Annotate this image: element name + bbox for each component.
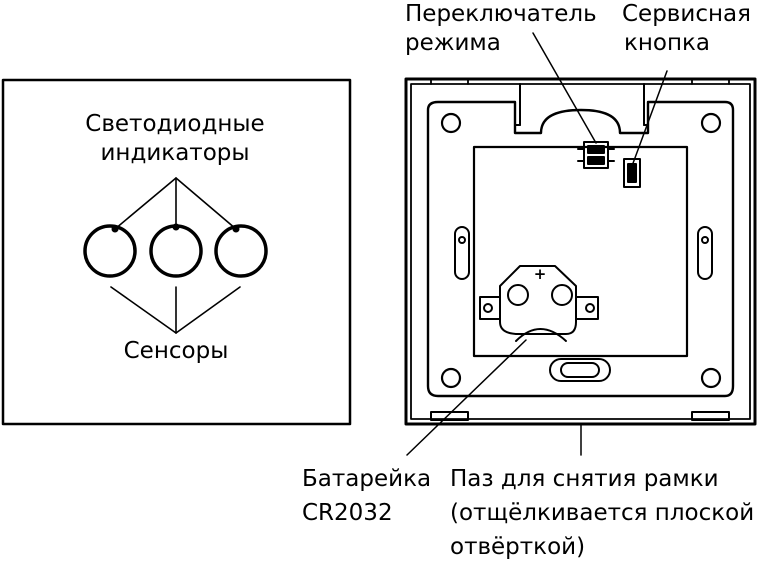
mode-switch-label-line-2: режима	[405, 30, 501, 56]
keyhole-slot-left	[454, 226, 470, 280]
mode-switch-label: Переключатель режима	[405, 0, 597, 58]
sensor-middle	[149, 224, 203, 278]
keyhole-slot-right	[697, 226, 713, 280]
bottom-slot	[549, 358, 611, 382]
battery-label-line-2: CR2032	[302, 500, 393, 526]
mounting-hole-bottom-right	[700, 367, 722, 389]
battery-leader	[406, 339, 527, 456]
battery-polarity-mark: +	[534, 265, 547, 283]
battery-tab-right	[575, 296, 599, 320]
service-button	[623, 158, 641, 188]
indicators-label-line-2: индикаторы	[100, 140, 250, 166]
frame-slot-label-line-3: отвёрткой)	[450, 534, 586, 560]
battery-label: Батарейка CR2032	[302, 462, 431, 530]
mounting-hole-top-right	[700, 112, 722, 134]
service-button-label: Сервисная кнопка	[622, 0, 751, 58]
latch-bottom-left	[430, 411, 469, 421]
indicators-label: Светодиодные индикаторы	[70, 110, 280, 168]
frame-slot-label-line-2: (отщёлкивается плоской	[450, 500, 755, 526]
indicators-label-line-1: Светодиодные	[85, 111, 265, 137]
indicators-leader-lines	[114, 177, 237, 230]
battery-holder	[479, 265, 599, 342]
frame-slot-label: Паз для снятия рамки (отщёлкивается плос…	[450, 462, 754, 564]
mode-switch	[577, 141, 615, 169]
sensors-leader-lines	[110, 286, 241, 334]
service-button-leader	[631, 70, 668, 167]
back-panel	[404, 32, 757, 456]
battery-cell	[515, 328, 567, 342]
battery-tab-left	[479, 296, 501, 320]
frame-slot-label-line-1: Паз для снятия рамки	[450, 466, 719, 492]
mode-switch-leader	[532, 32, 597, 144]
mounting-hole-bottom-left	[440, 367, 462, 389]
mounting-plate	[426, 100, 735, 398]
module-body	[472, 145, 689, 358]
mode-switch-label-line-1: Переключатель	[405, 1, 597, 27]
service-button-label-line-1: Сервисная	[622, 1, 751, 27]
mounting-hole-top-left	[440, 112, 462, 134]
sensors-label: Сенсоры	[123, 338, 229, 364]
front-panel-frame	[1, 78, 352, 426]
front-panel	[1, 78, 352, 426]
back-panel-inner-frame	[410, 83, 751, 420]
latch-top-left	[430, 78, 469, 85]
sensor-right	[214, 224, 268, 278]
battery-label-line-1: Батарейка	[302, 466, 432, 492]
latch-top-right	[691, 78, 730, 85]
back-leader-lines	[406, 32, 668, 456]
service-button-label-line-2: кнопка	[624, 30, 711, 56]
latch-bottom-right	[691, 411, 730, 421]
sensor-left	[83, 224, 137, 278]
plate-top-ridges	[514, 83, 649, 126]
